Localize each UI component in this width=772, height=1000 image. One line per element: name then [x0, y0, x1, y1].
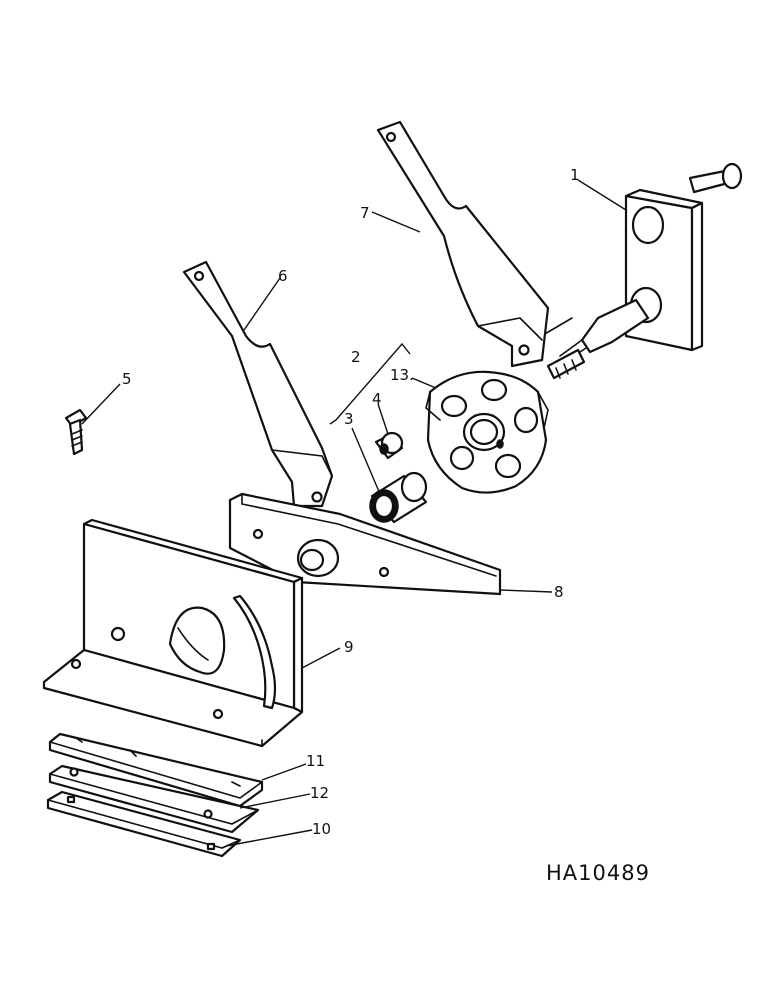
label-part-6: 6	[278, 267, 288, 285]
label-part-9: 9	[344, 638, 354, 656]
drawing-code: HA10489	[546, 861, 650, 885]
part-12-shim	[48, 764, 260, 834]
part-1-shaft-bracket	[537, 162, 743, 380]
part-3-sleeve	[369, 471, 428, 524]
part-11-slotted-shim	[48, 732, 264, 808]
label-part-4: 4	[372, 390, 382, 408]
label-part-13: 13.	[390, 366, 414, 384]
part-10-plate	[46, 790, 242, 858]
part-13-spider-coupling	[425, 370, 549, 494]
label-part-5: 5	[122, 370, 132, 388]
label-part-8: 8	[554, 583, 564, 601]
leader-lines	[81, 179, 627, 847]
label-part-3: 3	[344, 410, 354, 428]
label-part-10: 10	[312, 820, 331, 838]
label-part-12: 12	[310, 784, 329, 802]
label-part-11: 11	[306, 752, 325, 770]
label-part-1: 1	[570, 166, 580, 184]
label-part-2: 2	[351, 348, 361, 366]
callout-labels: 1 7 6 2 13. 5 4 3 8 9 11 12 10 HA10489	[122, 166, 650, 885]
part-8-lever-plate	[228, 492, 502, 596]
part-5-bolt	[64, 408, 88, 456]
part-9-angle-bracket	[42, 518, 304, 748]
label-part-7: 7	[360, 204, 370, 222]
part-4-small-bushing	[374, 431, 404, 460]
part-6-lower-arm	[182, 260, 334, 508]
part-7-upper-arm	[376, 120, 550, 368]
